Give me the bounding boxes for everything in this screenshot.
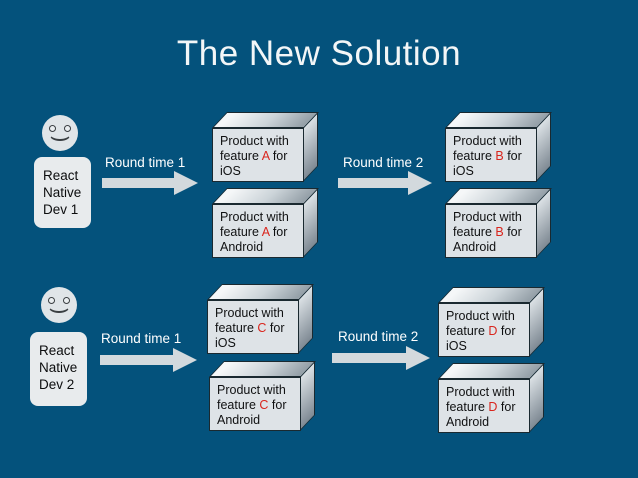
cube-front-face: Product with feature C for iOS (207, 300, 299, 354)
dev-label-box: React Native Dev 1 (34, 157, 91, 228)
product-line: Product with (453, 210, 522, 224)
dev-name-line: React (43, 168, 79, 183)
cube-top-face (212, 188, 320, 204)
arrow-icon (338, 178, 408, 188)
round-time-label: Round time 1 (101, 331, 182, 346)
arrow-icon (102, 178, 174, 188)
product-platform: iOS (446, 339, 467, 354)
product-cube: Product with feature A for Android (212, 188, 320, 258)
product-platform: iOS (220, 164, 241, 179)
cube-top-face (207, 284, 315, 300)
product-platform: Android (220, 240, 264, 255)
cube-top-face (445, 188, 553, 204)
cube-top-face (209, 361, 317, 377)
product-line: Product with (446, 309, 515, 323)
product-platform: iOS (215, 336, 236, 351)
product-line: Product with (217, 383, 286, 397)
product-cube: Product with feature D for Android (438, 363, 546, 433)
cube-front-face: Product with feature D for iOS (438, 303, 530, 357)
product-platform: Android (217, 413, 261, 428)
feature-letter: A (261, 149, 270, 164)
round-time-label: Round time 2 (343, 155, 424, 170)
cube-front-face: Product with feature B for iOS (445, 128, 537, 182)
cube-top-face (445, 112, 553, 128)
product-feature-line: feature C for (215, 321, 285, 336)
product-feature-line: feature D for (446, 324, 516, 339)
feature-letter: B (495, 225, 504, 240)
arrow-head-icon (174, 171, 198, 195)
cube-top-face (212, 112, 320, 128)
feature-letter: C (257, 321, 267, 336)
feature-letter: D (488, 324, 498, 339)
feature-letter: D (488, 400, 498, 415)
smiley-face-icon (42, 115, 78, 151)
product-cube: Product with feature C for Android (209, 361, 317, 431)
dev-name-line: Dev 2 (39, 377, 75, 392)
cube-front-face: Product with feature C for Android (209, 377, 301, 431)
product-feature-line: feature A for (220, 225, 288, 240)
product-feature-line: feature B for (453, 149, 522, 164)
product-line: Product with (446, 385, 515, 399)
smiley-mouth-icon (48, 299, 70, 313)
product-feature-line: feature D for (446, 400, 516, 415)
round-time-label: Round time 2 (338, 329, 419, 344)
cube-front-face: Product with feature A for iOS (212, 128, 304, 182)
product-feature-line: feature C for (217, 398, 287, 413)
product-cube: Product with feature D for iOS (438, 287, 546, 357)
cube-front-face: Product with feature A for Android (212, 204, 304, 258)
smiley-mouth-icon (49, 127, 71, 141)
dev-name-line: Native (43, 185, 82, 200)
product-feature-line: feature B for (453, 225, 522, 240)
cube-top-face (438, 363, 546, 379)
cube-front-face: Product with feature B for Android (445, 204, 537, 258)
product-line: Product with (220, 134, 289, 148)
product-cube: Product with feature B for Android (445, 188, 553, 258)
arrow-icon (100, 355, 173, 365)
product-line: Product with (215, 306, 284, 320)
product-platform: Android (453, 240, 497, 255)
dev-name-line: Dev 1 (43, 202, 79, 217)
feature-letter: C (259, 398, 269, 413)
product-line: Product with (220, 210, 289, 224)
product-feature-line: feature A for (220, 149, 288, 164)
round-time-label: Round time 1 (105, 155, 186, 170)
cube-front-face: Product with feature D for Android (438, 379, 530, 433)
dev-name-line: React (39, 343, 75, 358)
arrow-head-icon (406, 346, 430, 370)
dev-name-line: Native (39, 360, 78, 375)
product-line: Product with (453, 134, 522, 148)
feature-letter: A (261, 225, 270, 240)
slide-title: The New Solution (176, 34, 462, 73)
product-cube: Product with feature B for iOS (445, 112, 553, 182)
dev-label-box: React Native Dev 2 (30, 332, 87, 406)
product-cube: Product with feature C for iOS (207, 284, 315, 354)
cube-top-face (438, 287, 546, 303)
arrow-head-icon (408, 171, 432, 195)
smiley-face-icon (41, 287, 77, 323)
product-platform: iOS (453, 164, 474, 179)
product-cube: Product with feature A for iOS (212, 112, 320, 182)
feature-letter: B (495, 149, 504, 164)
arrow-icon (332, 353, 406, 363)
product-platform: Android (446, 415, 490, 430)
arrow-head-icon (173, 348, 197, 372)
